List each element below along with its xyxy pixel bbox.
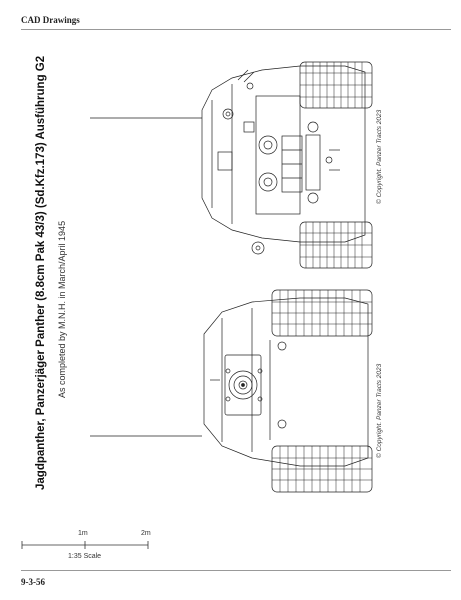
section-header: CAD Drawings bbox=[21, 15, 80, 25]
front-view-drawing bbox=[203, 289, 373, 493]
header-rule bbox=[21, 29, 451, 30]
scale-mark-2m: 2m bbox=[141, 530, 151, 537]
rear-view-drawing bbox=[201, 61, 373, 269]
copyright-front: © Copyright. Panzer Tracts 2023 bbox=[376, 363, 383, 458]
scale-bar-line bbox=[21, 541, 149, 549]
scale-bar: 1m 2m 1:35 Scale bbox=[20, 527, 160, 567]
scale-mark-1m: 1m bbox=[78, 530, 88, 537]
page-number: 9-3-56 bbox=[21, 577, 45, 587]
copyright-rear: © Copyright. Panzer Tracts 2023 bbox=[376, 109, 383, 204]
scale-label: 1:35 Scale bbox=[68, 553, 102, 560]
footer-rule bbox=[21, 570, 451, 571]
